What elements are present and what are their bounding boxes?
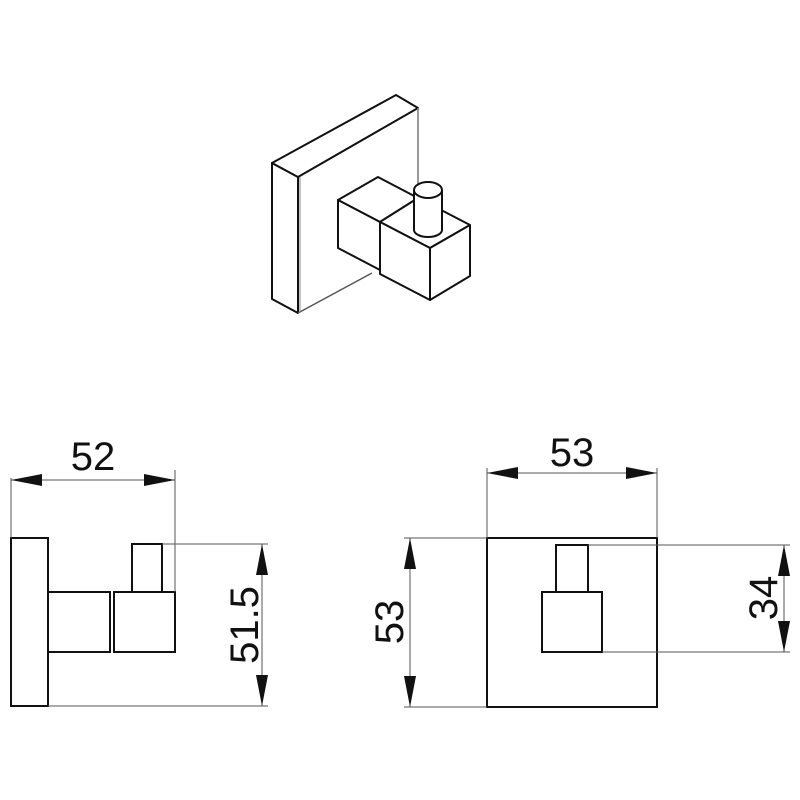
front-view: [486, 537, 658, 708]
side-view-dimensions: [10, 470, 268, 707]
side-width-label: 52: [71, 435, 116, 479]
front-width-label: 53: [550, 431, 595, 475]
side-height-label: 51.5: [223, 586, 267, 664]
front-height-label: 53: [368, 600, 412, 645]
isometric-view: [271, 94, 471, 314]
front-view-dimensions: [404, 467, 790, 708]
side-view: [10, 537, 176, 707]
hook-height-label: 34: [742, 576, 786, 621]
